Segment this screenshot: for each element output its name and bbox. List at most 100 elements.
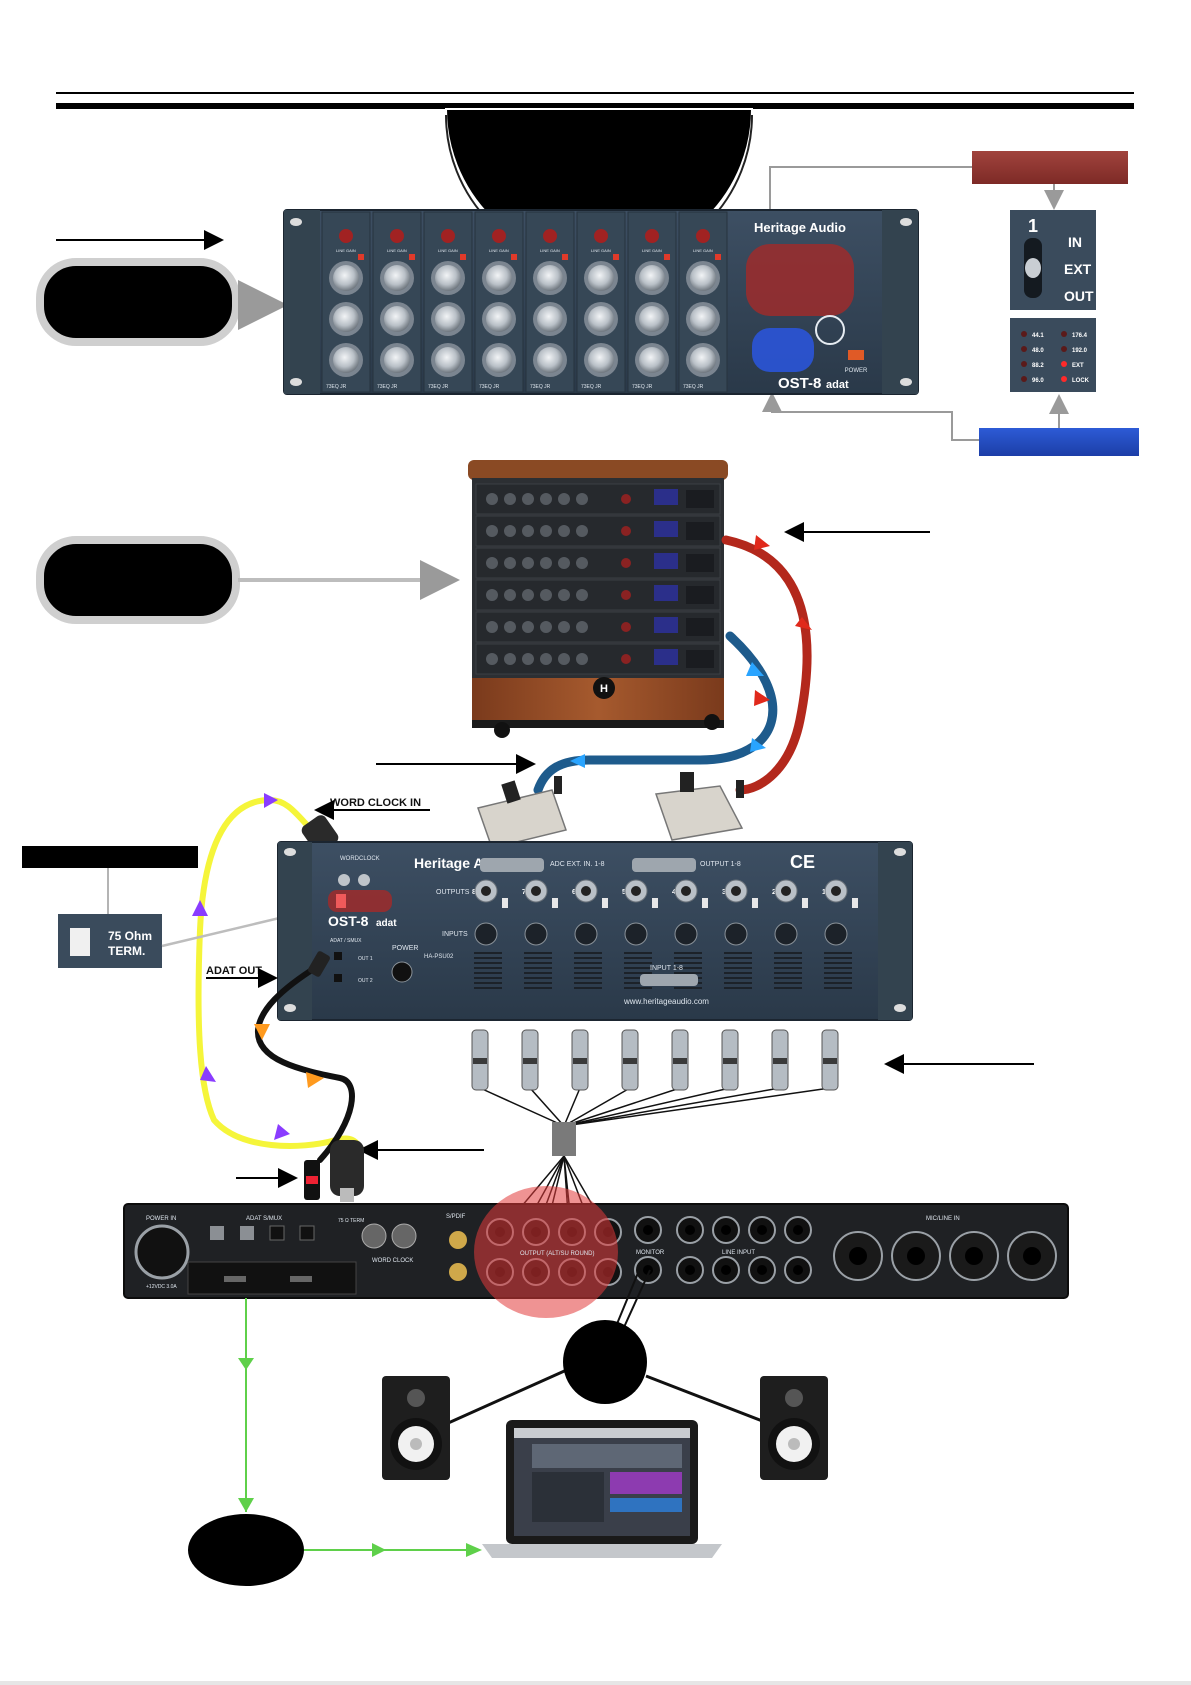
adat-out2-label: OUT 2 xyxy=(358,978,373,984)
channel-number: 7 xyxy=(522,889,526,896)
vent-slot xyxy=(474,952,502,954)
eq-knob[interactable] xyxy=(435,347,461,373)
vent-slot xyxy=(524,982,552,984)
eq-knob[interactable] xyxy=(588,265,614,291)
eq-knob[interactable] xyxy=(588,347,614,373)
vent-slot xyxy=(724,972,752,974)
eq-knob[interactable] xyxy=(486,306,512,332)
eq-knob[interactable] xyxy=(537,306,563,332)
rear-power-label: POWER xyxy=(392,945,418,952)
eq-knob[interactable] xyxy=(639,306,665,332)
eq-knob[interactable] xyxy=(486,347,512,373)
front-model: OST-8 xyxy=(778,375,821,392)
vent-slot xyxy=(524,987,552,989)
rack-knob xyxy=(504,653,516,665)
gain-knob[interactable] xyxy=(645,229,659,243)
red-cable-arrow xyxy=(795,617,812,630)
strip-top-label: LINE GAIN xyxy=(336,248,356,253)
iface-thunderbolt-bay xyxy=(187,1261,357,1295)
rack-knob xyxy=(504,557,516,569)
strip-label: 73EQ JR xyxy=(683,384,704,390)
rack-ear-right xyxy=(882,210,918,394)
rack-knob xyxy=(540,525,552,537)
vent-slot xyxy=(824,987,852,989)
vent-slot xyxy=(524,977,552,979)
eq-knob[interactable] xyxy=(435,265,461,291)
adat-cable-arrow xyxy=(254,1024,270,1040)
adat-out2-port xyxy=(334,974,342,982)
rear-rack-ear-right xyxy=(878,842,912,1020)
eq-knob[interactable] xyxy=(537,265,563,291)
gain-knob[interactable] xyxy=(390,229,404,243)
rack-unit xyxy=(475,579,721,611)
eq-knob[interactable] xyxy=(435,306,461,332)
switch-out-label: OUT xyxy=(1064,288,1094,304)
rack-units xyxy=(475,483,721,675)
eq-knob[interactable] xyxy=(690,347,716,373)
rate-label: LOCK xyxy=(1072,378,1090,384)
gain-knob[interactable] xyxy=(339,229,353,243)
iface-monitor-label: MONITOR xyxy=(636,1250,665,1256)
eq-knob[interactable] xyxy=(639,347,665,373)
vent-slot xyxy=(574,987,602,989)
eq-knob[interactable] xyxy=(690,265,716,291)
rack-unit xyxy=(475,643,721,675)
eq-knob[interactable] xyxy=(384,347,410,373)
rack-hole xyxy=(290,218,302,226)
channel-number: 3 xyxy=(722,889,726,896)
gain-knob[interactable] xyxy=(492,229,506,243)
eq-knob[interactable] xyxy=(333,306,359,332)
eq-knob[interactable] xyxy=(588,306,614,332)
iface-power-socket xyxy=(134,1224,190,1280)
rack-knob xyxy=(504,621,516,633)
adat-out-label: ADAT OUT xyxy=(206,965,262,977)
eq-knob[interactable] xyxy=(333,347,359,373)
laptop-base xyxy=(482,1544,722,1558)
rack-cabinet: H xyxy=(468,460,728,738)
iface-adat-port xyxy=(269,1225,285,1241)
red-label-bar xyxy=(972,151,1128,184)
rate-led xyxy=(1061,361,1067,367)
eq-knob[interactable] xyxy=(384,306,410,332)
gain-knob[interactable] xyxy=(441,229,455,243)
eq-knob[interactable] xyxy=(690,306,716,332)
line-mic-switch xyxy=(802,898,808,908)
gain-knob[interactable] xyxy=(594,229,608,243)
monitor-cable xyxy=(619,1269,651,1337)
word-clock-in-label: WORD CLOCK IN xyxy=(330,797,421,809)
iface-term-label: 75 Ω TERM xyxy=(338,1218,364,1224)
xlr-input xyxy=(474,922,498,946)
channel-number: 8 xyxy=(472,889,476,896)
eq-knob[interactable] xyxy=(486,265,512,291)
iface-adat-label: ADAT S/MUX xyxy=(246,1216,282,1222)
red-cable-arrow xyxy=(754,690,770,706)
iface-wc-out xyxy=(391,1223,417,1249)
eq-knob[interactable] xyxy=(333,265,359,291)
adc-ext-label: ADC EXT. IN. 1-8 xyxy=(550,861,605,868)
vent-slot xyxy=(624,977,652,979)
tb-port-1 xyxy=(224,1276,246,1282)
eq-knob[interactable] xyxy=(537,347,563,373)
line-mic-switch xyxy=(702,898,708,908)
eq-knob[interactable] xyxy=(384,265,410,291)
fanout-wire xyxy=(529,1087,565,1127)
hub-arrow xyxy=(372,1543,386,1557)
gain-knob[interactable] xyxy=(543,229,557,243)
strip-top-label: LINE GAIN xyxy=(387,248,407,253)
line-mic-switch xyxy=(652,898,658,908)
strip-label: 73EQ JR xyxy=(530,384,551,390)
iface-power-in-label: POWER IN xyxy=(146,1216,176,1222)
rack-logo-letter: H xyxy=(600,683,608,695)
rack-logo xyxy=(593,677,615,699)
gain-knob[interactable] xyxy=(696,229,710,243)
laptop xyxy=(482,1420,722,1558)
vent-slot xyxy=(574,982,602,984)
eq-knob[interactable] xyxy=(639,265,665,291)
switch-ext-label: EXT xyxy=(1064,261,1092,277)
vent-slot xyxy=(474,962,502,964)
rear-channel: 8 xyxy=(472,879,508,989)
vent-slot xyxy=(574,972,602,974)
vent-slot xyxy=(824,957,852,959)
